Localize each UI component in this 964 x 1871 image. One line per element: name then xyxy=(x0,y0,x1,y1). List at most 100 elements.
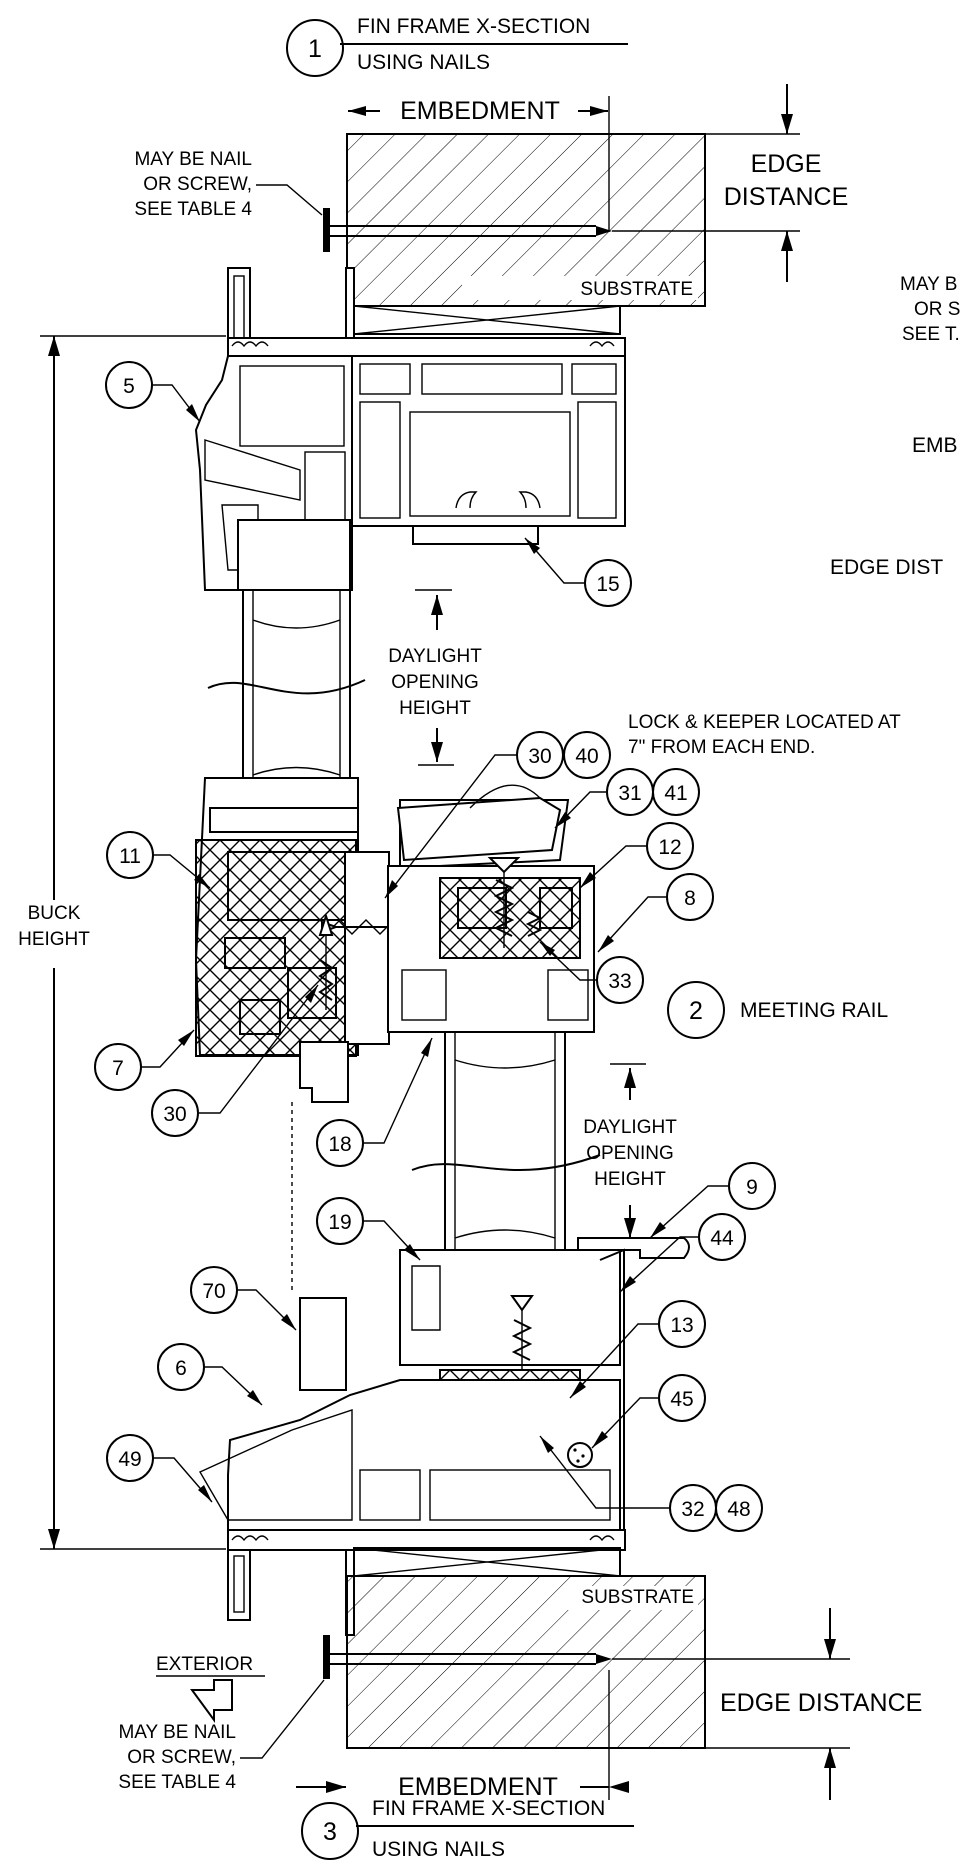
meeting-section-number: 2 xyxy=(689,997,703,1025)
lock-note-line1: LOCK & KEEPER LOCATED AT xyxy=(628,712,901,733)
callout-5-number: 5 xyxy=(123,375,135,398)
sill-frame-profile xyxy=(199,1237,690,1636)
callout-7: 7 xyxy=(94,1029,195,1091)
upper-daylight-dimension: DAYLIGHT OPENING HEIGHT xyxy=(388,589,482,766)
lower-daylight-line2: OPENING xyxy=(586,1143,674,1164)
exterior-arrow-icon xyxy=(190,1679,233,1724)
lower-daylight-dimension: DAYLIGHT OPENING HEIGHT xyxy=(583,1063,677,1238)
exterior-label: EXTERIOR xyxy=(156,1654,253,1675)
callout-31-41: 31 41 xyxy=(554,768,700,829)
lock-note-line2: 7" FROM EACH END. xyxy=(628,737,815,758)
meeting-rail-title: 2 MEETING RAIL xyxy=(667,981,888,1039)
bottom-edge-distance: EDGE DISTANCE xyxy=(612,1608,922,1800)
top-edge-label-line2: DISTANCE xyxy=(724,183,849,211)
callout-30b-number: 30 xyxy=(163,1103,186,1126)
bottom-nail-note-line3: SEE TABLE 4 xyxy=(118,1772,236,1793)
top-edge-label-line1: EDGE xyxy=(751,150,822,178)
top-section-title-line1: FIN FRAME X-SECTION xyxy=(357,15,590,38)
bottom-edge-label: EDGE DISTANCE xyxy=(720,1689,922,1717)
top-nail-note: MAY BE NAIL OR SCREW, SEE TABLE 4 xyxy=(134,149,323,220)
lower-daylight-line1: DAYLIGHT xyxy=(583,1117,677,1138)
top-section-title: 1 FIN FRAME X-SECTION USING NAILS xyxy=(286,15,628,77)
upper-daylight-line3: HEIGHT xyxy=(399,698,471,719)
callout-33-number: 33 xyxy=(608,970,631,993)
callout-5: 5 xyxy=(105,361,201,423)
bottom-substrate-label: SUBSTRATE xyxy=(581,1587,694,1608)
buck-height-dimension: BUCK HEIGHT xyxy=(18,335,226,1550)
bottom-embedment-dimension: EMBEDMENT xyxy=(296,1670,629,1801)
callout-41-number: 41 xyxy=(664,782,687,805)
callout-32-number: 32 xyxy=(681,1498,704,1521)
top-nail-note-line1: MAY BE NAIL xyxy=(134,149,252,170)
callout-32-48: 32 48 xyxy=(539,1435,763,1532)
buck-height-label-line2: HEIGHT xyxy=(18,929,90,950)
callout-12-number: 12 xyxy=(658,836,681,859)
callout-13: 13 xyxy=(569,1300,706,1399)
callout-44: 44 xyxy=(619,1213,746,1293)
callout-70-number: 70 xyxy=(202,1280,225,1303)
callout-11-number: 11 xyxy=(119,845,141,868)
meeting-section-title: MEETING RAIL xyxy=(740,999,888,1022)
callout-45-number: 45 xyxy=(670,1388,693,1411)
bottom-nail-note-line2: OR SCREW, xyxy=(127,1747,236,1768)
callout-33: 33 xyxy=(539,941,644,1004)
upper-sash-glass xyxy=(207,590,366,808)
callout-31-number: 31 xyxy=(618,782,641,805)
buck-height-label-line1: BUCK xyxy=(28,903,81,924)
callout-15: 15 xyxy=(524,537,632,607)
callout-9-number: 9 xyxy=(746,1176,758,1199)
clipped-note-line1: MAY B xyxy=(900,274,957,295)
callout-30-40: 30 40 xyxy=(384,731,611,899)
meeting-rail-screws xyxy=(318,912,395,1010)
callout-11: 11 xyxy=(106,831,211,889)
callout-18: 18 xyxy=(316,1037,433,1167)
upper-daylight-line2: OPENING xyxy=(391,672,479,693)
lock-note: LOCK & KEEPER LOCATED AT 7" FROM EACH EN… xyxy=(628,712,901,758)
callout-6: 6 xyxy=(157,1343,263,1406)
clipped-right-notes: MAY B OR S SEE T. EMB EDGE DIST xyxy=(830,274,960,579)
top-edge-distance: EDGE DISTANCE xyxy=(612,84,848,282)
bottom-embedment-label: EMBEDMENT xyxy=(398,1773,558,1801)
top-section-number: 1 xyxy=(308,35,322,63)
meeting-rail-upper-sash xyxy=(194,777,390,1057)
callout-9: 9 xyxy=(649,1162,776,1239)
callout-40-number: 40 xyxy=(575,745,598,768)
callout-8: 8 xyxy=(597,873,714,953)
exterior-marker: EXTERIOR xyxy=(156,1654,265,1724)
clipped-edge-distance: EDGE DIST xyxy=(830,556,943,579)
callout-49: 49 xyxy=(106,1434,213,1503)
bottom-section-title-line2: USING NAILS xyxy=(372,1838,505,1861)
lock-handle xyxy=(396,784,562,862)
callout-8-number: 8 xyxy=(684,887,696,910)
clipped-note-line3: SEE T. xyxy=(902,324,960,345)
callout-15-number: 15 xyxy=(596,573,619,596)
callout-48-number: 48 xyxy=(727,1498,750,1521)
callout-30-number: 30 xyxy=(528,745,551,768)
callout-18-number: 18 xyxy=(328,1133,351,1156)
bottom-nail-note: MAY BE NAIL OR SCREW, SEE TABLE 4 xyxy=(118,1679,325,1793)
callout-70: 70 xyxy=(190,1266,297,1331)
top-embedment-dimension: EMBEDMENT xyxy=(348,96,610,232)
top-substrate-label: SUBSTRATE xyxy=(580,279,693,300)
callout-44-number: 44 xyxy=(710,1227,734,1250)
callout-12: 12 xyxy=(579,822,694,889)
top-section-title-line2: USING NAILS xyxy=(357,51,490,74)
top-nail-note-line3: SEE TABLE 4 xyxy=(134,199,252,220)
callout-19: 19 xyxy=(316,1197,421,1261)
lower-daylight-line3: HEIGHT xyxy=(594,1169,666,1190)
lower-sash-glass xyxy=(411,1032,601,1260)
upper-daylight-line1: DAYLIGHT xyxy=(388,646,482,667)
callout-30b: 30 xyxy=(151,984,319,1137)
bottom-section-number: 3 xyxy=(323,1818,337,1846)
callout-49-number: 49 xyxy=(118,1448,141,1471)
callout-7-number: 7 xyxy=(112,1057,124,1080)
bottom-nail-note-line1: MAY BE NAIL xyxy=(118,1722,236,1743)
bottom-section-title: 3 FIN FRAME X-SECTION USING NAILS xyxy=(301,1797,634,1861)
callout-19-number: 19 xyxy=(328,1211,351,1234)
callout-6-number: 6 xyxy=(175,1357,187,1380)
top-substrate: SUBSTRATE xyxy=(323,133,706,335)
callout-45: 45 xyxy=(591,1374,706,1449)
bottom-section-title-line1: FIN FRAME X-SECTION xyxy=(372,1797,605,1820)
